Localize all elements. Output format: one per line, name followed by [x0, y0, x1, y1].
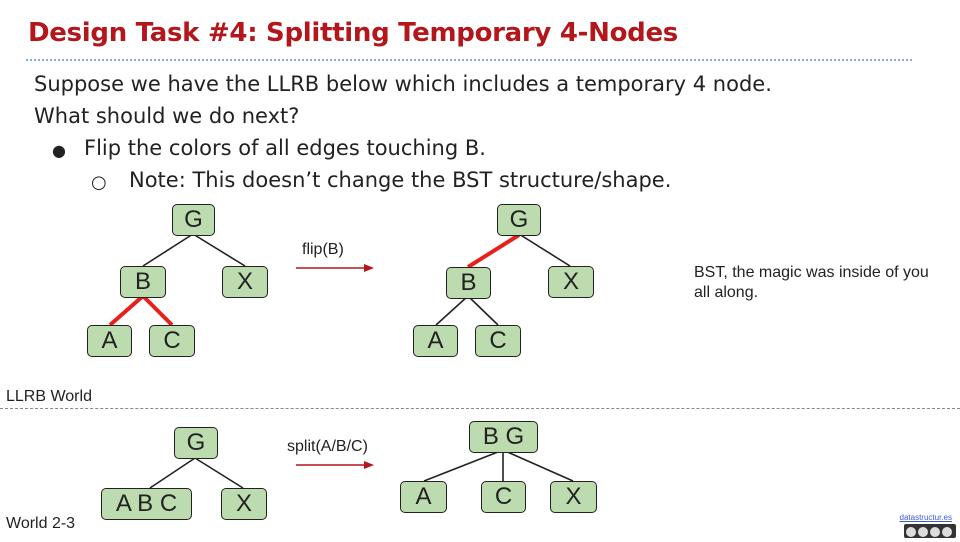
node-g-after: G — [497, 204, 541, 236]
sub-bullet-circle-icon: ○ — [91, 172, 107, 193]
node-23-c-after: C — [481, 481, 526, 513]
edge-23-g-abc — [149, 457, 196, 489]
datastructures-link[interactable]: datastructur.es — [899, 513, 952, 522]
edge-g-b — [142, 233, 194, 267]
node-23-x-after: X — [550, 481, 597, 513]
node-b: B — [120, 266, 166, 298]
node-23-g: G — [174, 427, 218, 459]
edge-b-a-after — [435, 295, 469, 326]
node-23-abc: A B C — [101, 488, 192, 520]
node-c: C — [149, 325, 195, 357]
edge-b-c-after — [467, 295, 499, 326]
node-23-bg: B G — [469, 421, 538, 453]
llrb-world-label: LLRB World — [6, 388, 92, 405]
bullet-flip-colors: Flip the colors of all edges touching B. — [84, 136, 486, 160]
edge-23-g-x — [194, 457, 244, 489]
slide-title: Design Task #4: Splitting Temporary 4-No… — [28, 18, 678, 48]
edge-23-bg-x — [502, 449, 574, 482]
cc-license-icon — [904, 524, 956, 538]
bst-magic-note: BST, the magic was inside of you all alo… — [694, 264, 929, 301]
bullet-dot-icon: ● — [52, 141, 66, 160]
edge-g-b-red — [466, 233, 521, 269]
node-x: X — [222, 266, 268, 298]
node-23-a-after: A — [400, 481, 447, 513]
edge-g-x — [192, 233, 246, 267]
intro-line-1: Suppose we have the LLRB below which inc… — [34, 72, 772, 96]
edge-b-a-red — [108, 294, 145, 327]
edge-23-bg-a — [423, 449, 504, 482]
node-g: G — [172, 204, 215, 236]
split-arrow-head — [364, 461, 374, 469]
node-c-after: C — [475, 325, 521, 357]
edge-g-x-after — [518, 233, 571, 267]
node-x-after: X — [548, 266, 594, 298]
node-23-x: X — [221, 488, 267, 520]
node-a: A — [87, 325, 132, 357]
sub-bullet-note: Note: This doesn’t change the BST struct… — [129, 168, 672, 192]
node-a-after: A — [413, 325, 458, 357]
split-operation-label: split(A/B/C) — [287, 438, 368, 455]
world-divider — [0, 408, 960, 409]
title-divider — [26, 59, 912, 61]
flip-arrow-head — [364, 264, 374, 272]
node-b-after: B — [446, 267, 491, 299]
flip-operation-label: flip(B) — [302, 241, 344, 258]
intro-line-2: What should we do next? — [34, 104, 300, 128]
world-2-3-label: World 2-3 — [6, 515, 76, 532]
edge-b-c-red — [141, 294, 174, 327]
